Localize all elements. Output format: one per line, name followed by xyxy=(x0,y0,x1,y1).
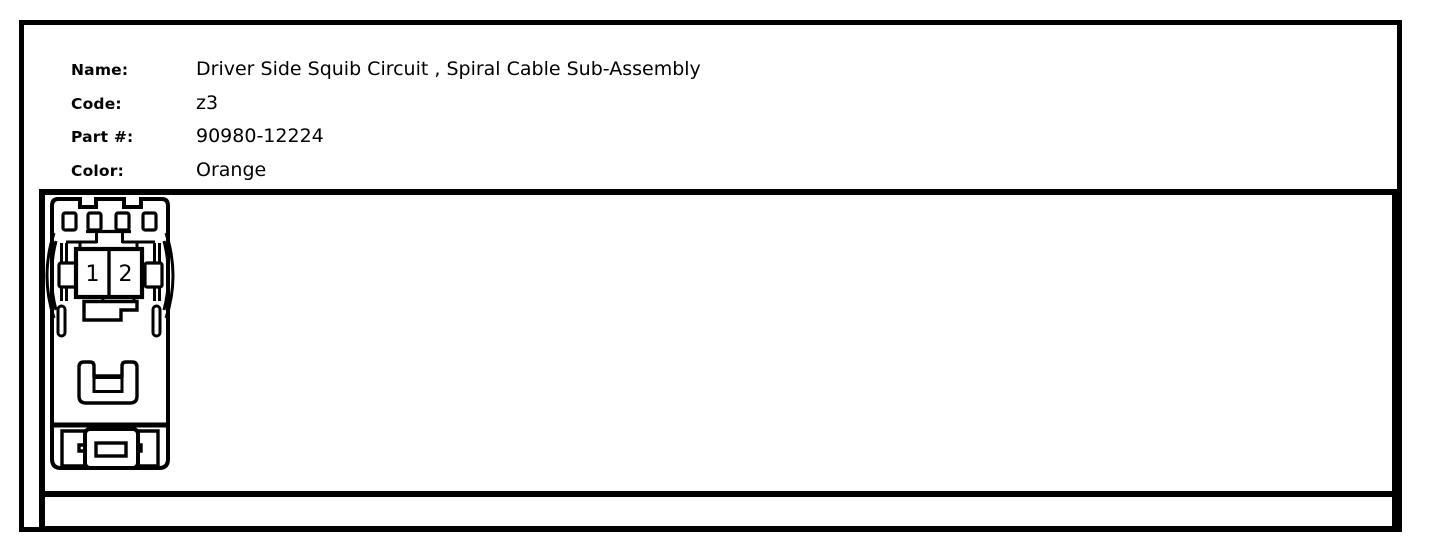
pin-1-label: 1 xyxy=(86,262,100,287)
right-wing-arc-outer xyxy=(164,232,175,319)
top-slot-1 xyxy=(61,211,78,232)
connector-pinout-diagram: 1 2 xyxy=(45,197,175,470)
top-slot-2 xyxy=(86,211,103,232)
color-value: Orange xyxy=(196,159,267,181)
left-wing-arc-inner xyxy=(50,240,58,311)
code-label: Code: xyxy=(71,95,122,113)
field-row-part-number: Part #: 90980-12224 xyxy=(71,125,324,147)
left-latch xyxy=(57,261,78,289)
u-channel-cavity xyxy=(92,376,124,393)
left-wing-arc-outer xyxy=(45,232,56,319)
color-label: Color: xyxy=(71,162,125,180)
bottom-center-slot xyxy=(94,441,128,458)
diagram-panel xyxy=(39,189,1398,532)
part-number-label: Part #: xyxy=(71,128,134,146)
top-slot-3 xyxy=(114,211,131,232)
left-side-slot xyxy=(56,304,67,338)
top-slot-4 xyxy=(141,211,158,232)
field-row-name: Name: Driver Side Squib Circuit , Spiral … xyxy=(71,58,701,80)
right-side-slot xyxy=(151,304,162,338)
panel-bottom-divider xyxy=(39,491,1398,497)
field-row-color: Color: Orange xyxy=(71,159,266,181)
part-number-value: 90980-12224 xyxy=(196,125,324,147)
name-label: Name: xyxy=(71,61,129,79)
code-value: z3 xyxy=(196,92,219,114)
right-latch xyxy=(143,261,164,289)
right-wing-arc-inner xyxy=(162,240,170,311)
stepped-block xyxy=(82,299,139,322)
name-value: Driver Side Squib Circuit , Spiral Cable… xyxy=(196,58,701,80)
field-row-code: Code: z3 xyxy=(71,92,218,114)
pin-2-label: 2 xyxy=(119,262,133,287)
